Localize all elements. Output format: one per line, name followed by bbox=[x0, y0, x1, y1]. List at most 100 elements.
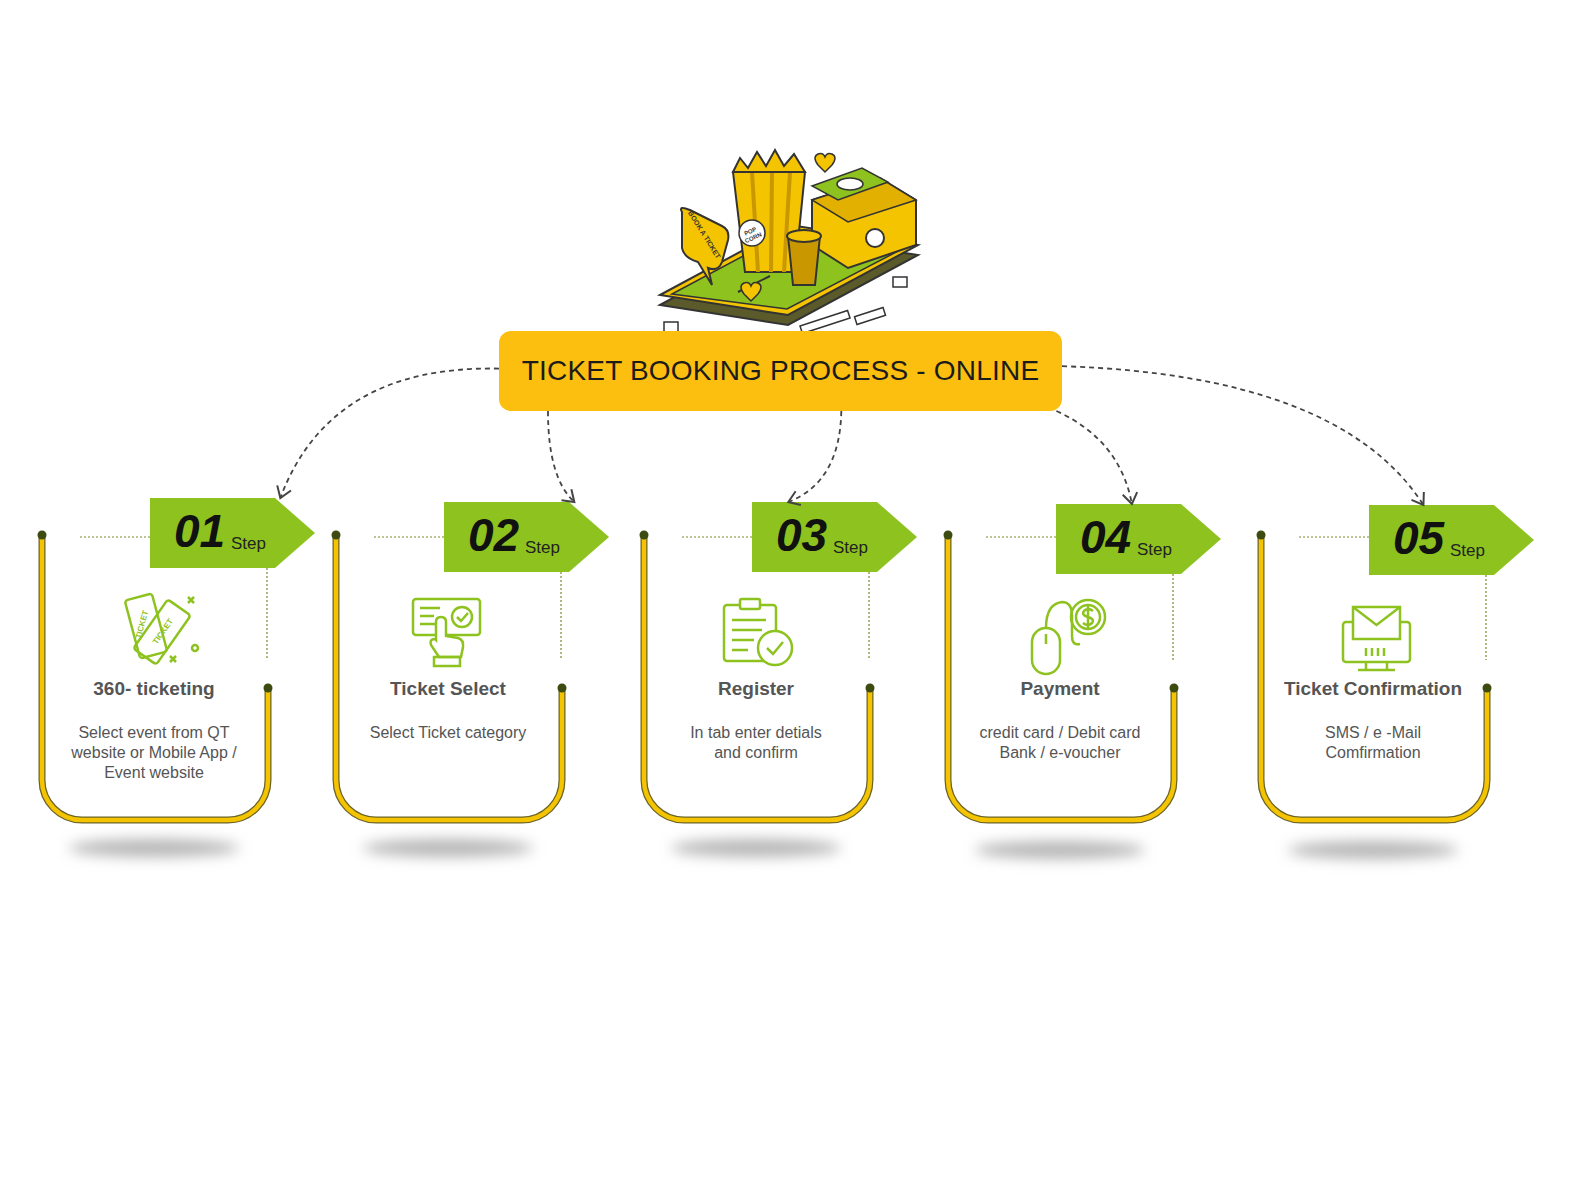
leader-line bbox=[374, 536, 444, 537]
tag-arrow bbox=[752, 502, 917, 572]
leader-line bbox=[682, 536, 752, 537]
step-heading: 360- ticketing bbox=[28, 678, 280, 700]
arrow-head bbox=[277, 485, 291, 498]
dollar-mark bbox=[1083, 606, 1093, 628]
card-edge bbox=[948, 535, 1174, 820]
card-dot bbox=[264, 684, 273, 693]
disc-case bbox=[812, 168, 888, 200]
leader-line bbox=[1485, 575, 1486, 660]
mouse-wheel bbox=[1045, 634, 1048, 644]
leader-line bbox=[1172, 574, 1173, 660]
step-description: credit card / Debit card Bank / e-vouche… bbox=[962, 723, 1158, 763]
ticket-shape bbox=[133, 599, 190, 664]
card-dot bbox=[38, 531, 47, 540]
tag-arrow bbox=[1056, 504, 1221, 574]
envelope-flap bbox=[1353, 607, 1400, 625]
heart bbox=[815, 153, 835, 172]
small-chip bbox=[893, 277, 907, 287]
sparkle bbox=[192, 645, 198, 651]
step-number: 05 bbox=[1393, 513, 1444, 563]
step-card: RegisterIn tab enter detials and confirm… bbox=[640, 535, 872, 823]
card-edge bbox=[644, 535, 870, 820]
step-card: Ticket SelectSelect Ticket category02Ste… bbox=[332, 535, 564, 823]
step-description: In tab enter detials and confirm bbox=[676, 723, 836, 763]
step-tag: 04Step bbox=[1056, 504, 1221, 574]
heart bbox=[741, 282, 761, 301]
step-number: 01 bbox=[174, 506, 225, 556]
cuff bbox=[434, 657, 460, 666]
disc bbox=[837, 178, 863, 190]
card-stroke bbox=[1261, 535, 1487, 820]
step-tag: 03Step bbox=[752, 502, 917, 572]
step-description: Select Ticket category bbox=[350, 723, 546, 743]
illustration-label: TICKET bbox=[148, 613, 178, 651]
coin bbox=[1071, 600, 1105, 634]
step-heading: Register bbox=[630, 678, 882, 700]
step-number: 04 bbox=[1080, 512, 1131, 562]
tag-arrow bbox=[150, 498, 315, 568]
projector-lens bbox=[866, 229, 884, 247]
coin-inner bbox=[1076, 605, 1100, 629]
card-dot bbox=[558, 684, 567, 693]
dashed-arrow bbox=[277, 369, 499, 498]
envelope bbox=[1353, 607, 1400, 639]
step-word: Step bbox=[1137, 540, 1172, 560]
dashed-arrow bbox=[1056, 411, 1137, 504]
card-stroke bbox=[948, 535, 1174, 820]
card-stroke bbox=[42, 535, 268, 820]
arrow-head bbox=[561, 489, 574, 502]
card-edge bbox=[42, 535, 268, 820]
confirmation-icon bbox=[1343, 607, 1410, 670]
monitor-stand bbox=[1358, 662, 1395, 670]
step-card: Ticket ConfirmationSMS / e -Mail Comfirm… bbox=[1257, 535, 1489, 823]
card-dot bbox=[1483, 684, 1492, 693]
select-icon bbox=[413, 599, 480, 666]
check-circle bbox=[452, 607, 472, 627]
step-heading: Ticket Confirmation bbox=[1247, 678, 1499, 700]
arrow-head bbox=[1411, 492, 1423, 505]
step-word: Step bbox=[833, 538, 868, 558]
step-heading: Ticket Select bbox=[322, 678, 574, 700]
card-dot bbox=[640, 531, 649, 540]
card-dot bbox=[944, 531, 953, 540]
film-strip bbox=[854, 308, 885, 325]
cup-lid bbox=[787, 230, 821, 242]
step-number: 03 bbox=[776, 510, 827, 560]
connector-line bbox=[548, 411, 574, 502]
popcorn-top bbox=[733, 150, 805, 172]
card-dot bbox=[1257, 531, 1266, 540]
step-word: Step bbox=[1450, 541, 1485, 561]
card-shadow bbox=[1288, 841, 1458, 859]
step-word: Step bbox=[231, 534, 266, 554]
card-dot bbox=[332, 531, 341, 540]
clip bbox=[740, 599, 760, 609]
step-tag: 05Step bbox=[1369, 505, 1534, 575]
title-text: TICKET BOOKING PROCESS - ONLINE bbox=[522, 355, 1040, 387]
step-description: SMS / e -Mail Comfirmation bbox=[1288, 723, 1458, 763]
check-circle bbox=[758, 631, 792, 665]
step-tag: 02Step bbox=[444, 502, 609, 572]
card-dot bbox=[1170, 684, 1179, 693]
hand bbox=[431, 617, 464, 657]
speech-bubble bbox=[681, 208, 728, 285]
step-card: Paymentcredit card / Debit card Bank / e… bbox=[944, 535, 1176, 823]
card-edge bbox=[1261, 535, 1487, 820]
connector-line bbox=[788, 411, 841, 502]
dashed-arrow bbox=[1062, 366, 1424, 505]
barcode bbox=[1366, 648, 1384, 656]
leader-line bbox=[80, 536, 150, 537]
ticket-icon bbox=[125, 593, 198, 664]
card-shadow bbox=[975, 841, 1145, 859]
sparkle bbox=[170, 597, 194, 662]
step-word: Step bbox=[525, 538, 560, 558]
card-dot bbox=[866, 684, 875, 693]
leader-line bbox=[1299, 536, 1369, 537]
arrow-head bbox=[1123, 492, 1137, 504]
tag-arrow bbox=[444, 502, 609, 572]
tag-arrow bbox=[1369, 505, 1534, 575]
leader-line bbox=[560, 572, 561, 660]
dashed-arrow bbox=[788, 411, 841, 505]
